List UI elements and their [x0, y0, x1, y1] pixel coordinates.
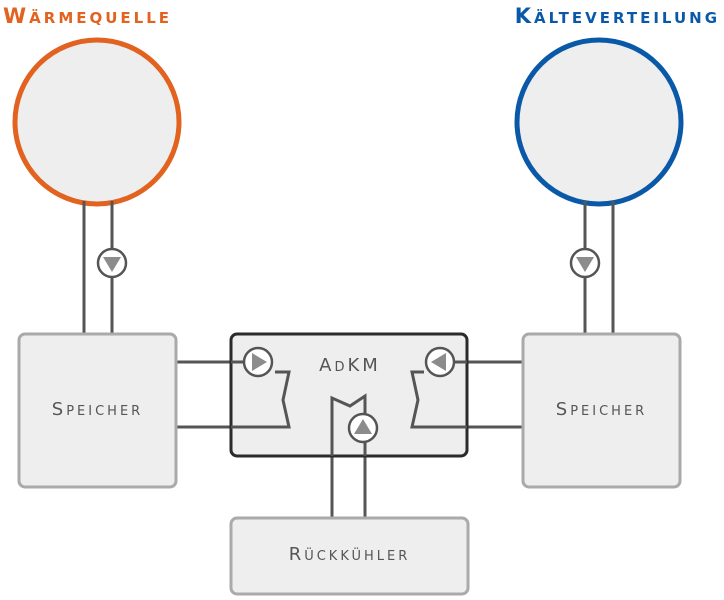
- pump-adkm-right: [424, 346, 456, 378]
- arrow-down-icon: [576, 257, 594, 272]
- pump-adkm-left: [242, 346, 274, 378]
- arrow-down-icon: [103, 257, 121, 272]
- adkm-recooler-loop: [330, 393, 367, 456]
- adkm-right-exchanger-bracket: [410, 370, 467, 429]
- adkm-left-exchanger-bracket: [231, 370, 291, 429]
- arrow-left-icon: [431, 353, 446, 371]
- storage-left-box: [17, 332, 178, 489]
- pump-recooler: [347, 412, 379, 444]
- arrow-up-icon: [354, 419, 372, 434]
- storage-right-label: Speicher: [555, 399, 648, 420]
- adkm-label: AdKM: [319, 355, 381, 376]
- recooler-label: Rückkühler: [288, 544, 411, 565]
- pump-heat-source: [96, 247, 128, 279]
- storage-right-box: [521, 332, 682, 489]
- heat-source-circle: [12, 37, 182, 207]
- storage-left-label: Speicher: [51, 399, 144, 420]
- heat-source-title: Wärmequelle: [3, 4, 173, 28]
- arrow-right-icon: [252, 353, 267, 371]
- cold-distribution-title: Kälteverteilung: [514, 4, 720, 28]
- cold-distribution-circle: [514, 37, 684, 207]
- recooler-box: [229, 516, 470, 596]
- pump-cold-distribution: [569, 247, 601, 279]
